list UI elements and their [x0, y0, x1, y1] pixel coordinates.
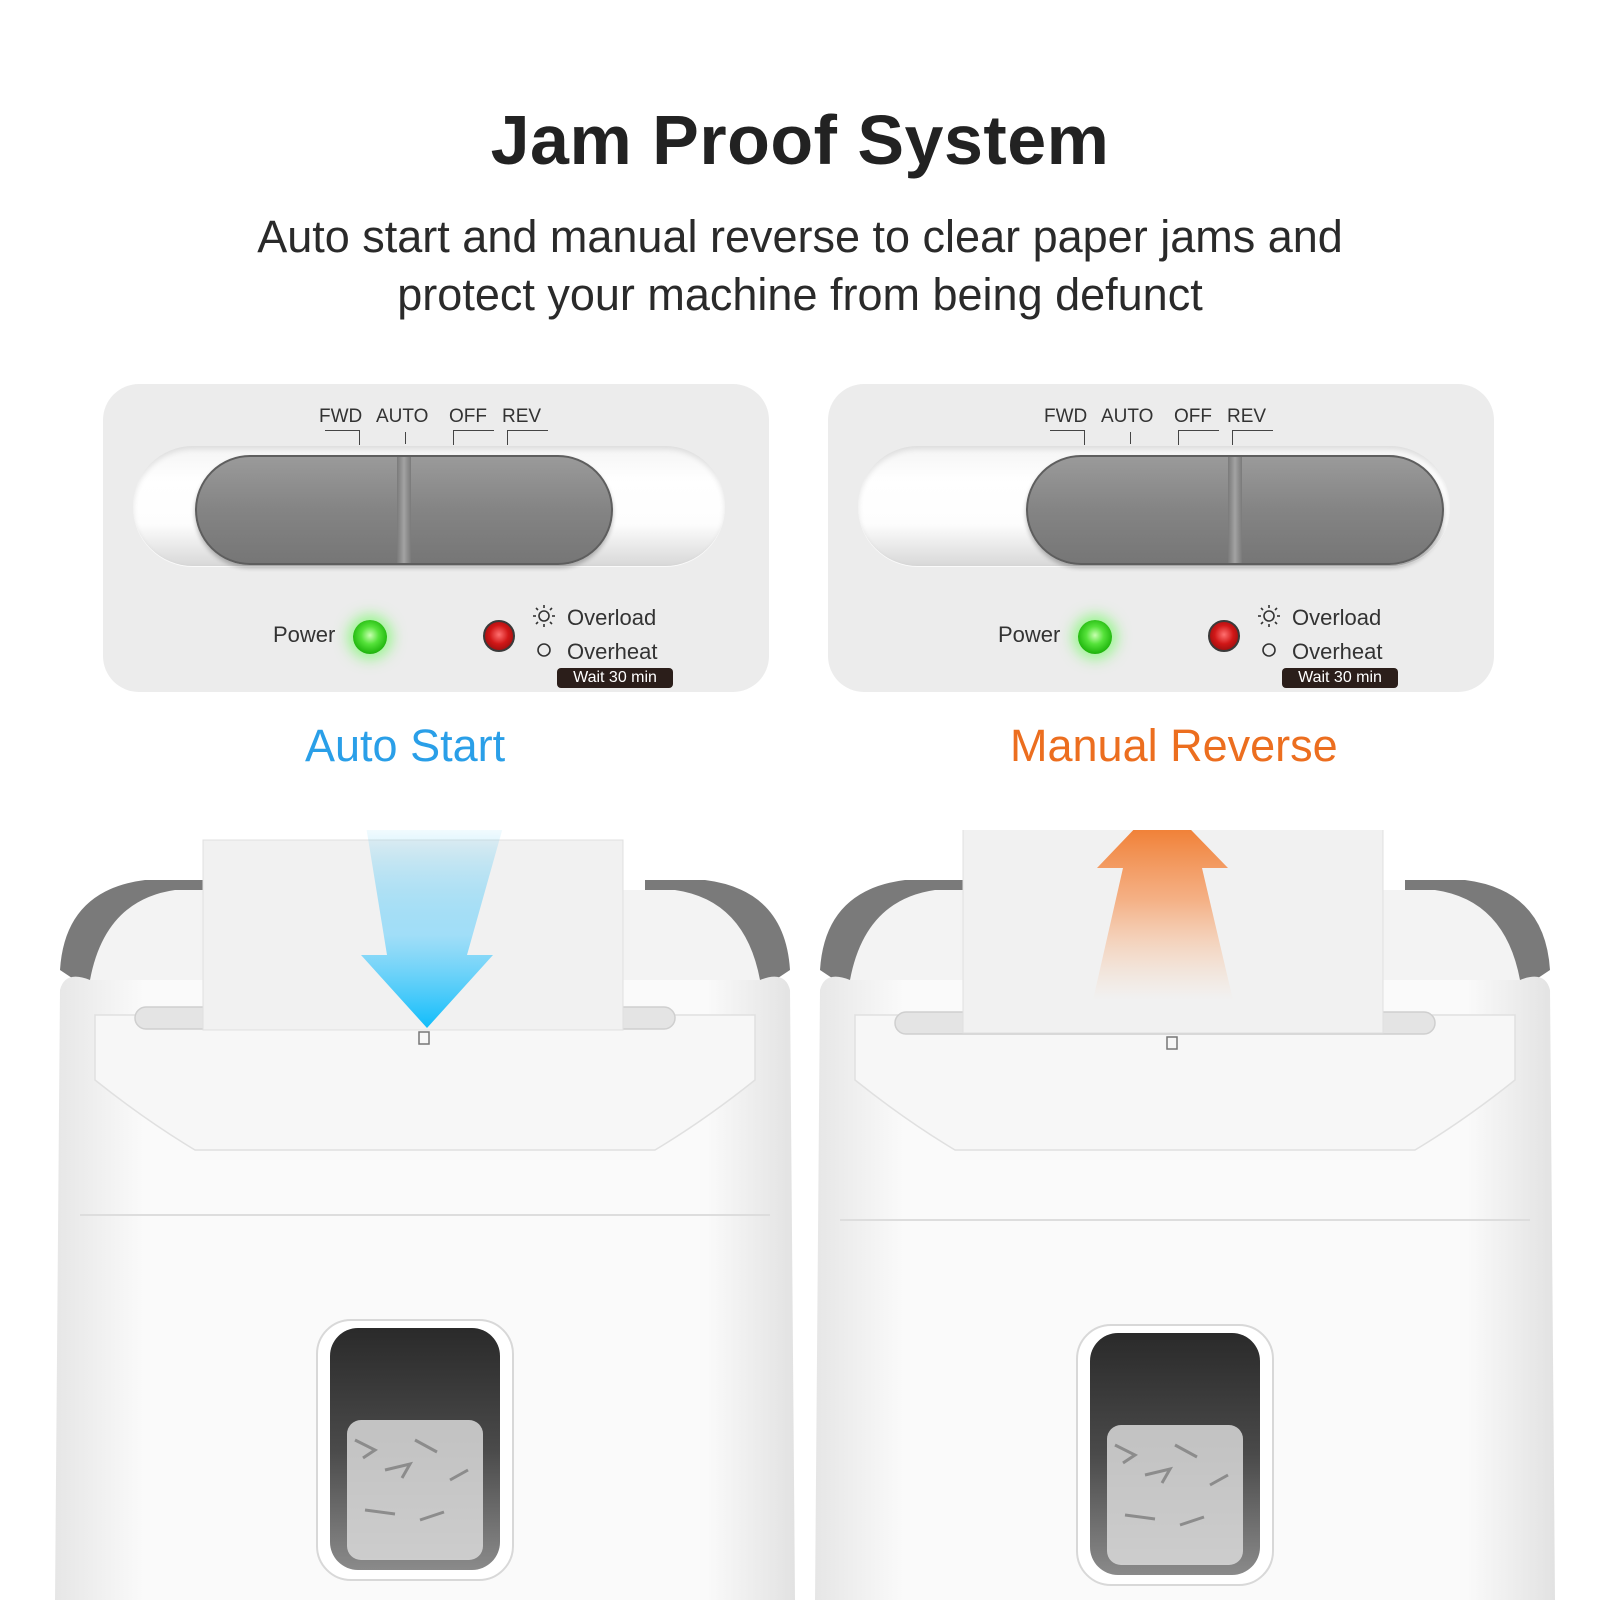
- subtitle-line-1: Auto start and manual reverse to clear p…: [257, 211, 1343, 262]
- sun-icon: [531, 604, 557, 627]
- overheat-indicator: Overheat: [1256, 638, 1383, 665]
- circle-icon: [531, 638, 557, 660]
- manual-reverse-label: Manual Reverse: [1010, 720, 1338, 771]
- bracket-fwd: [325, 430, 360, 445]
- power-label: Power: [998, 622, 1061, 647]
- shredder-illustration: [815, 830, 1555, 1600]
- circle-icon: [1256, 638, 1282, 660]
- subtitle-line-2: protect your machine from being defunct: [397, 269, 1203, 320]
- position-fwd: FWD: [319, 406, 363, 427]
- switch-position-labels: FWD AUTO OFF REV: [828, 406, 1494, 446]
- shredder-auto-start: [55, 830, 795, 1600]
- position-auto: AUTO: [1101, 406, 1154, 427]
- slider-ridge: [397, 457, 411, 563]
- bracket-fwd: [1050, 430, 1085, 445]
- position-rev: REV: [1227, 406, 1267, 427]
- overheat-indicator: Overheat: [531, 638, 658, 665]
- wait-badge: Wait 30 min: [1282, 668, 1398, 688]
- tick-auto: [1130, 432, 1131, 444]
- bracket-rev: [507, 430, 548, 445]
- wait-badge: Wait 30 min: [557, 668, 673, 688]
- auto-start-label: Auto Start: [305, 720, 506, 771]
- warning-led-icon: [1208, 620, 1240, 652]
- shredder-manual-reverse: [815, 830, 1555, 1600]
- bracket-off: [453, 430, 494, 445]
- overheat-label: Overheat: [567, 639, 658, 664]
- page-subtitle: Auto start and manual reverse to clear p…: [100, 208, 1500, 324]
- tick-auto: [405, 432, 406, 444]
- sun-icon: [1256, 604, 1282, 627]
- power-label: Power: [273, 622, 336, 647]
- slider-ridge: [1228, 457, 1242, 563]
- power-led-icon: [353, 620, 387, 654]
- position-rev: REV: [502, 406, 542, 427]
- page-title: Jam Proof System: [490, 101, 1110, 179]
- mode-slider-switch[interactable]: [1026, 455, 1444, 565]
- overload-indicator: Overload: [531, 604, 656, 631]
- mode-slider-switch[interactable]: [195, 455, 613, 565]
- power-led-icon: [1078, 620, 1112, 654]
- position-off: OFF: [1174, 406, 1212, 427]
- bracket-off: [1178, 430, 1219, 445]
- bracket-rev: [1232, 430, 1273, 445]
- position-off: OFF: [449, 406, 487, 427]
- position-auto: AUTO: [376, 406, 429, 427]
- overload-label: Overload: [1292, 605, 1382, 630]
- switch-position-labels: FWD AUTO OFF REV: [103, 406, 769, 446]
- overload-indicator: Overload: [1256, 604, 1381, 631]
- slider-track: [858, 446, 1450, 566]
- position-fwd: FWD: [1044, 406, 1088, 427]
- overheat-label: Overheat: [1292, 639, 1383, 664]
- control-panel-reverse: FWD AUTO OFF REV Power Overload Overheat…: [828, 384, 1494, 692]
- warning-led-icon: [483, 620, 515, 652]
- slider-track: [133, 446, 725, 566]
- control-panel-auto: FWD AUTO OFF REV Power Overload Overheat…: [103, 384, 769, 692]
- shredder-illustration: [55, 830, 795, 1600]
- overload-label: Overload: [567, 605, 657, 630]
